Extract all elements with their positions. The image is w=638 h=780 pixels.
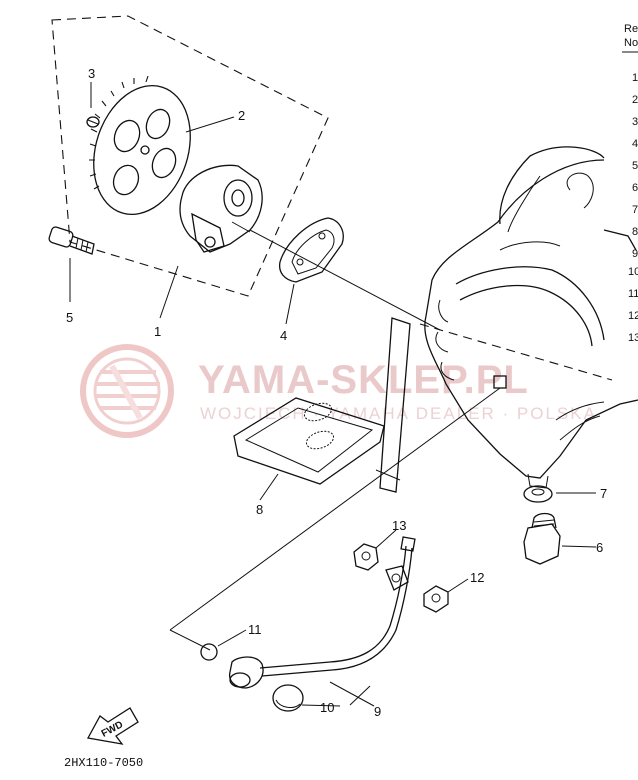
part-label-5: 5: [66, 310, 73, 325]
part-label-2: 2: [238, 108, 245, 123]
part-label-4: 4: [280, 328, 287, 343]
part-label-13: 13: [392, 518, 406, 533]
side-table-row-9: 9: [632, 248, 638, 260]
pump-gasket: [278, 217, 344, 283]
side-table-row-4: 4: [632, 138, 638, 150]
side-table-header-top: Re: [624, 23, 638, 35]
part-label-8: 8: [256, 502, 263, 517]
side-table-row-5: 5: [632, 160, 638, 172]
oil-delivery-pipe: [228, 536, 416, 689]
side-table-row-12: 12: [628, 310, 638, 322]
part-label-7: 7: [600, 486, 607, 501]
part-label-1: 1: [154, 324, 161, 339]
pipe-axis-bend: [169, 629, 211, 651]
drive-gear: [89, 75, 191, 216]
oil-pump-body: [179, 164, 263, 253]
forward-direction-badge: FWD: [86, 707, 139, 745]
watermark: YAMA-SKLEP.PL WOJCIECH · YAMAHA DEALER ·…: [80, 344, 597, 438]
side-table-row-11: 11: [628, 288, 638, 300]
crankcase: [419, 146, 638, 489]
assembly-axis-line: [249, 229, 441, 331]
oil-strainer: [233, 397, 385, 485]
side-table-row-1: 1: [632, 72, 638, 84]
bolt-cap: [272, 684, 304, 712]
part-label-3: 3: [88, 66, 95, 81]
part-label-11: 11: [248, 622, 262, 637]
part-labels: 3 2 5 1 4 8 7 6 13 12 11 10 9: [66, 66, 607, 719]
watermark-subtitle: WOJCIECH · YAMAHA DEALER · POLSKA: [200, 404, 597, 423]
side-table-row-3: 3: [632, 116, 638, 128]
diagram-code: 2HX110-7050: [64, 756, 143, 770]
drain-washer: [523, 485, 553, 503]
side-table-row-10: 10: [628, 266, 638, 278]
forward-direction-label: FWD: [100, 719, 125, 739]
side-table-row-7: 7: [632, 204, 638, 216]
assembly-outline: [51, 15, 329, 297]
side-table-row-8: 8: [632, 226, 638, 238]
watermark-logo-icon: [80, 344, 174, 438]
copper-washer: [200, 643, 218, 661]
nut-13: [353, 543, 379, 571]
side-table-header-bottom: No: [624, 37, 638, 49]
nut-12: [423, 585, 449, 613]
circlip: [86, 116, 100, 128]
watermark-brand: YAMA-SKLEP.PL: [198, 358, 529, 402]
strainer-guide-line: [375, 469, 401, 481]
side-table-row-2: 2: [632, 94, 638, 106]
part-label-9: 9: [374, 704, 381, 719]
side-table-row-13: 13: [628, 332, 638, 344]
part-label-12: 12: [470, 570, 484, 585]
side-table: Re No 1 2 3 4 5 6 7 8 9 10 11 12 13: [622, 23, 638, 344]
part-label-10: 10: [320, 700, 334, 715]
side-table-row-6: 6: [632, 182, 638, 194]
pipe-axis-line: [169, 387, 501, 631]
pump-bolt: [48, 226, 95, 255]
leader-lines: [69, 82, 597, 707]
drain-bolt: [523, 512, 561, 565]
part-label-6: 6: [596, 540, 603, 555]
strainer-bracket: [379, 317, 411, 493]
